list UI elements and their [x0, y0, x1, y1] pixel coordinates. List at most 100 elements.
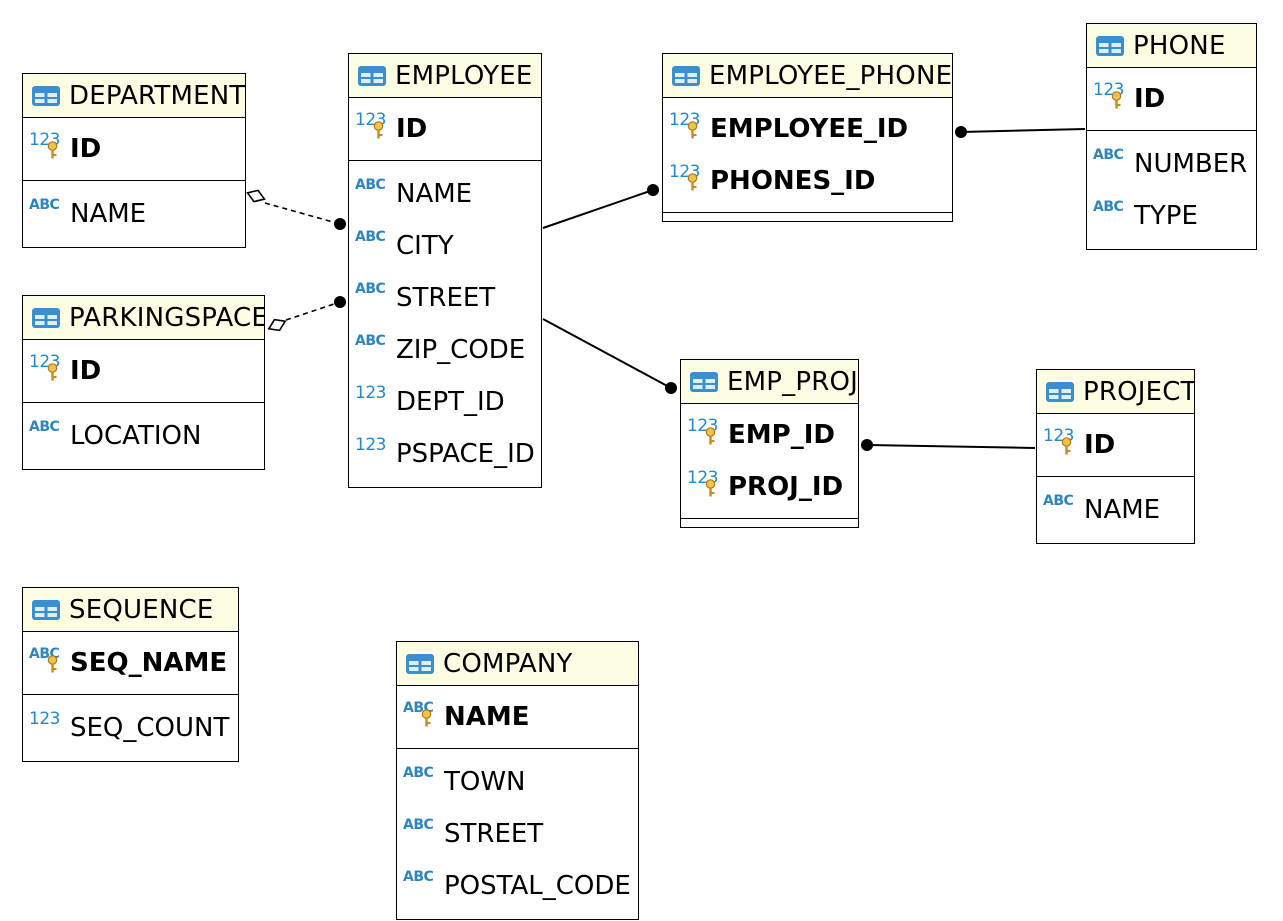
- table-title: PROJECT: [1083, 376, 1194, 407]
- column-name: CITY: [396, 231, 454, 261]
- column-type-label: ABC: [403, 869, 434, 885]
- numeric-type-icon: 123: [29, 711, 63, 739]
- key-icon: [705, 479, 716, 497]
- numeric-type-icon: 123: [355, 437, 389, 465]
- relation-end-dot: [861, 439, 873, 451]
- table-title: PHONE: [1133, 30, 1226, 61]
- column-name: ID: [70, 134, 102, 164]
- column-type-label: ABC: [355, 281, 386, 297]
- string-type-icon: ABC: [355, 281, 389, 309]
- column-name: ID: [70, 356, 102, 386]
- numeric-type-icon: 123: [687, 470, 721, 498]
- relation-employee-employee-phone[interactable]: [542, 189, 654, 229]
- numeric-type-icon: 123: [687, 418, 721, 446]
- string-type-icon: ABC: [403, 700, 437, 728]
- column-name: EMPLOYEE_ID: [710, 114, 909, 144]
- table-icon: [1046, 381, 1074, 402]
- table-header[interactable]: SEQUENCE: [23, 588, 238, 632]
- relation-employee-parkingspace[interactable]: [285, 301, 341, 321]
- key-icon: [687, 121, 698, 139]
- column-type-label: 123: [355, 435, 386, 455]
- relation-employee-phone-phone[interactable]: [960, 128, 1086, 133]
- string-type-icon: ABC: [403, 869, 437, 897]
- string-type-icon: ABC: [355, 177, 389, 205]
- column-name: DEPT_ID: [396, 387, 505, 417]
- table-title: SEQUENCE: [69, 594, 214, 625]
- string-type-icon: ABC: [355, 333, 389, 361]
- numeric-type-icon: 123: [29, 132, 63, 160]
- table-icon: [672, 65, 700, 86]
- column-type-label: 123: [355, 383, 386, 403]
- table-icon: [32, 307, 60, 328]
- relation-end-dot: [665, 382, 677, 394]
- table-header[interactable]: EMP_PROJ: [681, 360, 858, 404]
- table-title: EMP_PROJ: [727, 366, 858, 397]
- table-header[interactable]: EMPLOYEE_PHONE: [663, 54, 952, 98]
- table-header[interactable]: EMPLOYEE: [349, 54, 541, 98]
- column-name: NAME: [70, 199, 147, 229]
- string-type-icon: ABC: [403, 817, 437, 845]
- column[interactable]: ABC STREET: [349, 272, 541, 324]
- column[interactable]: 123 DEPT_ID: [349, 376, 541, 428]
- table-title: PARKINGSPACE: [69, 302, 264, 333]
- column-name: EMP_ID: [728, 420, 835, 450]
- column-name: ID: [396, 114, 428, 144]
- relation-employee-emp-proj[interactable]: [542, 318, 672, 389]
- relation-employee-department[interactable]: [264, 202, 341, 225]
- relation-emp-proj-project[interactable]: [866, 444, 1036, 449]
- string-type-icon: ABC: [1043, 493, 1077, 521]
- table-title: EMPLOYEE: [395, 60, 533, 91]
- table-header[interactable]: DEPARTMENT: [23, 74, 245, 118]
- table-header[interactable]: PHONE: [1087, 24, 1256, 68]
- column-name: STREET: [444, 819, 544, 849]
- table-header[interactable]: PROJECT: [1037, 370, 1194, 414]
- table-header[interactable]: COMPANY: [397, 642, 638, 686]
- key-icon: [687, 173, 698, 191]
- column-name: STREET: [396, 283, 496, 313]
- table-icon: [1096, 35, 1124, 56]
- table-header[interactable]: PARKINGSPACE: [23, 296, 264, 340]
- string-type-icon: ABC: [29, 197, 63, 225]
- column-type-label: 123: [29, 709, 60, 729]
